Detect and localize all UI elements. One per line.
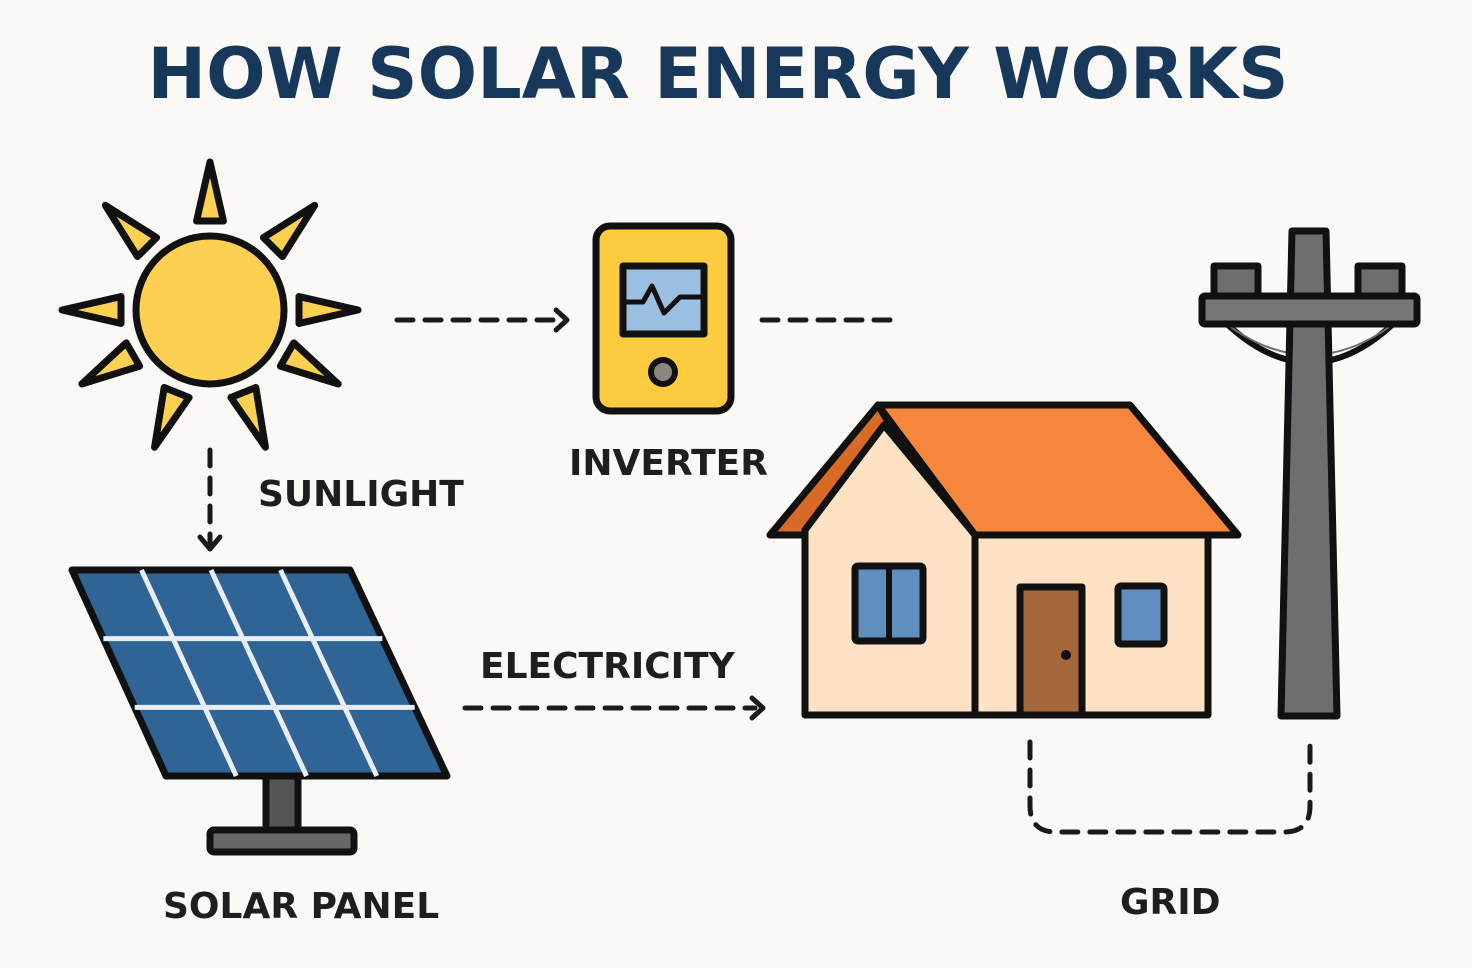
sunlight-label: SUNLIGHT — [258, 474, 464, 515]
grid-connection-line — [1027, 739, 1313, 835]
sun-icon — [58, 158, 362, 451]
sun-ray — [78, 339, 144, 388]
sun-ray — [295, 293, 362, 327]
sun-ray — [101, 201, 161, 261]
inverter-label: INVERTER — [569, 443, 768, 484]
house-icon — [766, 401, 1242, 719]
sun-disc — [132, 232, 288, 388]
sun-ray — [259, 201, 319, 261]
sun-ray — [193, 158, 227, 225]
utility-pole-icon — [1198, 227, 1421, 720]
grid-label: GRID — [1120, 882, 1221, 923]
sunlight-down-arrow — [197, 447, 223, 552]
solar-panel-label: SOLAR PANEL — [163, 886, 439, 927]
sunlight-to-inverter-arrow — [394, 307, 570, 333]
panel-cell-divider — [139, 568, 239, 778]
inverter-icon — [592, 222, 735, 415]
sun-ray — [58, 293, 125, 327]
electricity-arrow — [462, 695, 766, 721]
panel-cell-divider — [208, 568, 309, 778]
diagram-title: HOW SOLAR ENERGY WORKS — [147, 33, 1288, 115]
electricity-label: ELECTRICITY — [480, 646, 736, 687]
sun-ray — [276, 339, 342, 388]
solar-panel-icon — [68, 566, 451, 856]
sun-ray — [227, 383, 269, 451]
panel-cell-divider — [278, 568, 380, 778]
sun-ray — [151, 383, 193, 451]
